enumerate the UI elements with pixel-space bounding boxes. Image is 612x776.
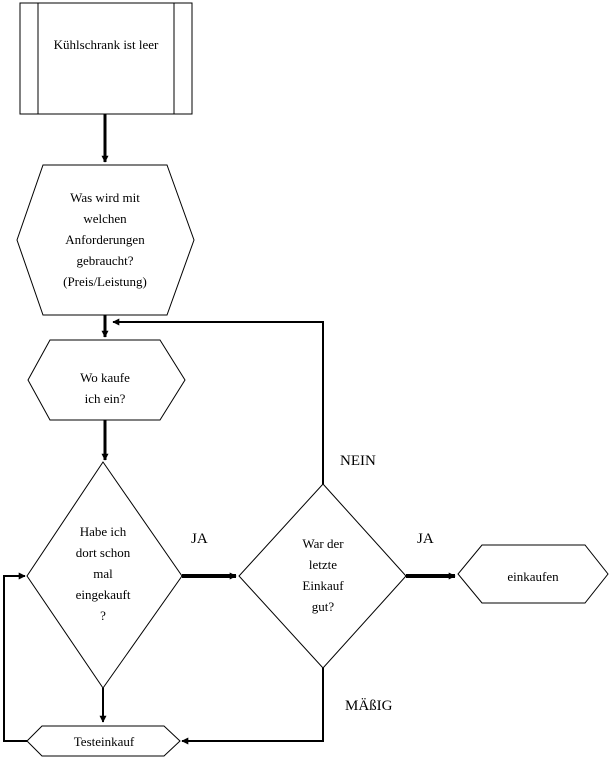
shop-node-label: einkaufen: [507, 569, 559, 584]
edge-label-massig: MÄßIG: [345, 698, 393, 714]
arrow-testeinkauf-loop-to-decision: [3, 572, 27, 742]
requirements-node: [16, 164, 195, 316]
shop-node: [457, 544, 609, 604]
where-node: [27, 339, 186, 421]
edge-label-ja-left: JA: [191, 531, 208, 547]
arrow-massig-to-testeinkauf: [181, 668, 324, 745]
arrow-nein-loop-to-where: [112, 318, 324, 484]
test-purchase-label: Testeinkauf: [73, 734, 135, 749]
start-node-label: Kühlschrank ist leer: [53, 37, 159, 52]
edge-label-ja-right: JA: [417, 531, 434, 547]
edge-label-nein: NEIN: [340, 453, 376, 469]
start-node: [19, 2, 193, 115]
